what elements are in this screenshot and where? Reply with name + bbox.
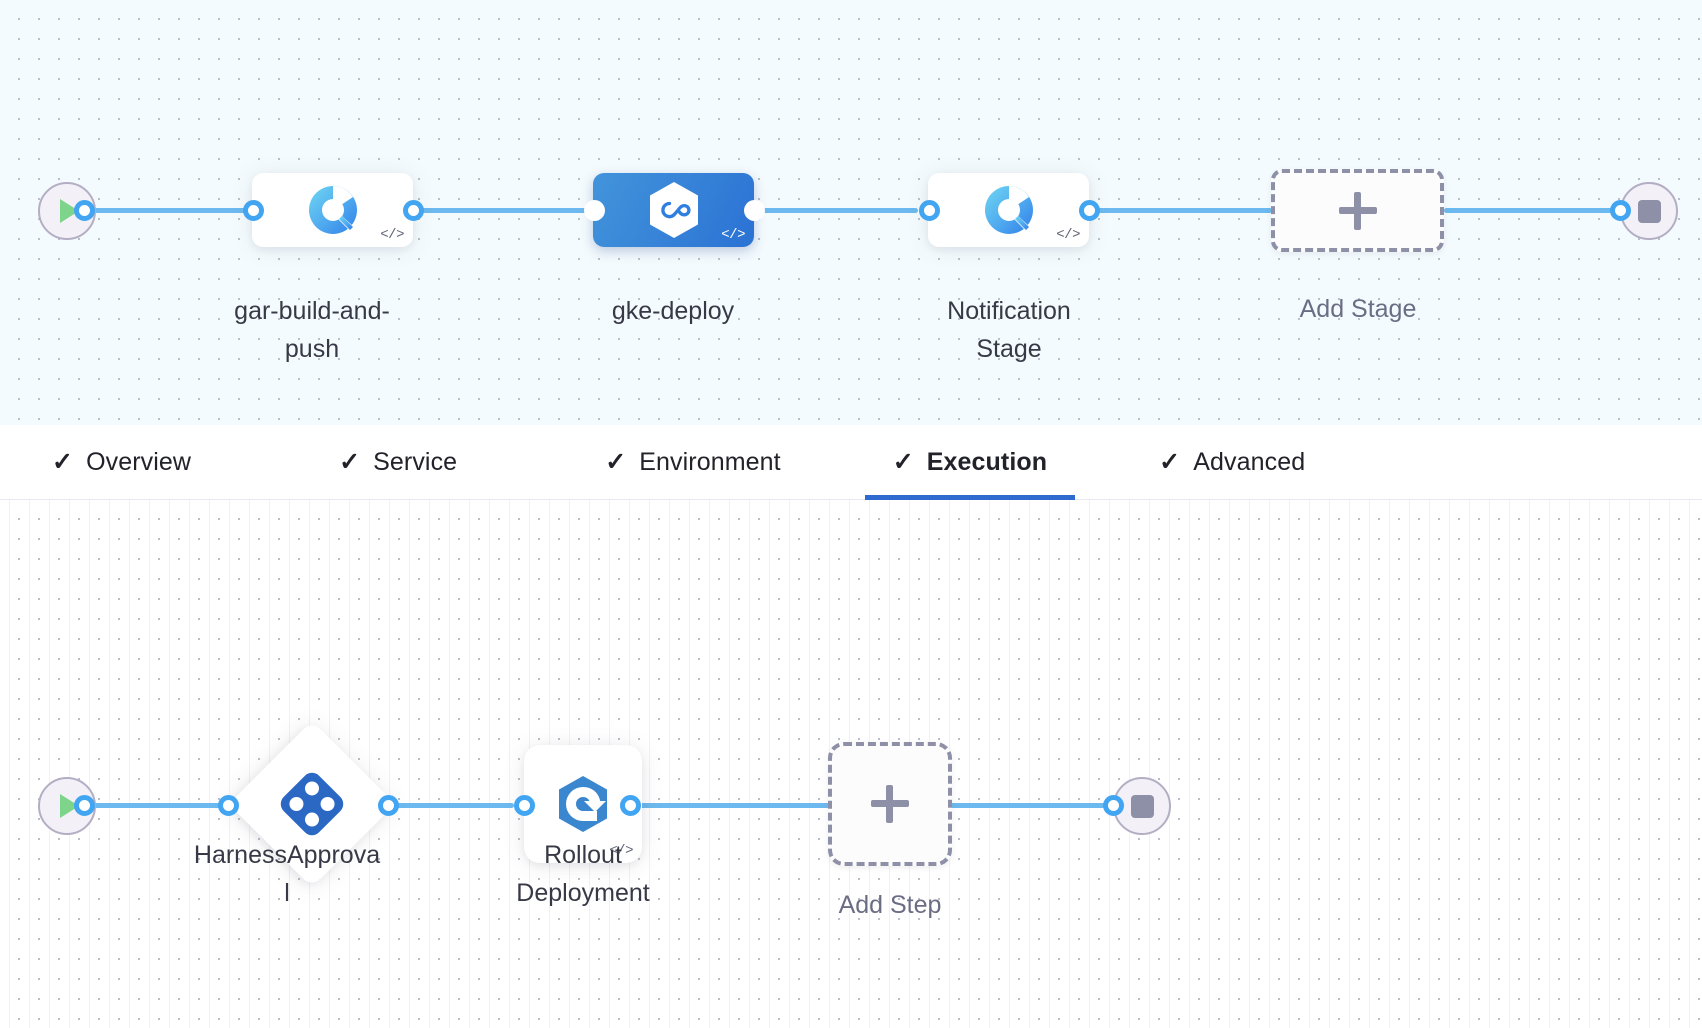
tab-label: Service [373,447,458,476]
add-step-button[interactable] [828,742,952,866]
kubernetes-rollout-icon [552,773,614,835]
yaml-code-badge: </> [1056,227,1080,243]
stage-1-input-port[interactable] [243,200,264,221]
stage-2-label: gke-deploy [611,297,735,325]
tab-label: Advanced [1193,447,1306,476]
check-icon: ✓ [892,447,914,476]
stop-icon [1637,199,1661,223]
stage-node-gke-deploy[interactable]: </> [593,173,754,247]
add-step-label: Add Step [838,891,942,919]
steps-start-output-port[interactable] [74,795,95,816]
connector-step-2-to-add-step [630,803,830,808]
yaml-code-badge: </> [721,227,745,243]
connector-add-step-to-end [950,803,1105,808]
step-1-output-port[interactable] [378,795,399,816]
stage-node-notification-stage[interactable]: </> [928,173,1089,247]
stages-end-input-port[interactable] [1610,200,1631,221]
stage-node-gar-build-and-push[interactable]: </> [252,173,413,247]
stage-2-output-port[interactable] [744,200,765,221]
stages-start-output-port[interactable] [74,200,95,221]
stage-1-output-port[interactable] [403,200,424,221]
check-icon: ✓ [605,447,627,476]
connector-stage-2-to-stage-3 [755,208,918,213]
tab-overview[interactable]: ✓ Overview [24,425,219,500]
step-2-input-port[interactable] [514,795,535,816]
connector-stage-1-to-stage-2 [413,208,593,213]
tab-advanced[interactable]: ✓ Advanced [1131,425,1333,500]
tab-label: Environment [639,447,781,476]
steps-start-node[interactable] [38,777,96,835]
tab-environment[interactable]: ✓ Environment [577,425,809,500]
tab-label: Execution [926,447,1048,476]
connector-stage-3-to-add-stage [1081,208,1272,213]
step-node-harness-approval[interactable] [228,720,396,888]
yaml-code-badge: </> [380,227,404,243]
connector-start-to-step-1 [84,803,239,808]
step-2-output-port[interactable] [620,795,641,816]
tab-execution[interactable]: ✓ Execution [864,425,1076,500]
check-icon: ✓ [339,447,361,476]
harness-ci-build-icon [307,184,359,236]
harness-ci-build-icon [983,184,1035,236]
yaml-code-badge: </> [609,843,633,859]
tab-label: Overview [86,447,192,476]
execution-steps-canvas[interactable]: HarnessApproval </> Rollout Deployment A… [0,500,1702,1028]
check-icon: ✓ [1159,447,1181,476]
step-1-input-port[interactable] [218,795,239,816]
add-stage-button[interactable] [1271,169,1444,252]
tab-service[interactable]: ✓ Service [311,425,485,500]
connector-add-stage-to-end [1444,208,1636,213]
stage-3-label: Notification Stage [947,297,1071,363]
stage-2-input-port[interactable] [584,200,605,221]
check-icon: ✓ [52,447,74,476]
plus-icon [871,785,909,823]
stage-3-input-port[interactable] [919,200,940,221]
harness-cd-infinity-hexagon-icon [647,181,701,239]
connector-start-to-stage-1 [84,208,254,213]
stage-1-label: gar-build-and-push [234,297,390,363]
plus-icon [1338,191,1377,230]
stage-config-tab-bar[interactable]: ✓ Overview ✓ Service ✓ Environment ✓ Exe… [0,425,1702,500]
stop-icon [1130,794,1154,818]
stages-canvas[interactable]: </> gar-build-and-push </> gke-deploy [0,0,1702,425]
connector-step-1-to-step-2 [388,803,514,808]
stage-3-output-port[interactable] [1079,200,1100,221]
steps-end-input-port[interactable] [1103,795,1124,816]
add-stage-label: Add Stage [1299,295,1417,323]
